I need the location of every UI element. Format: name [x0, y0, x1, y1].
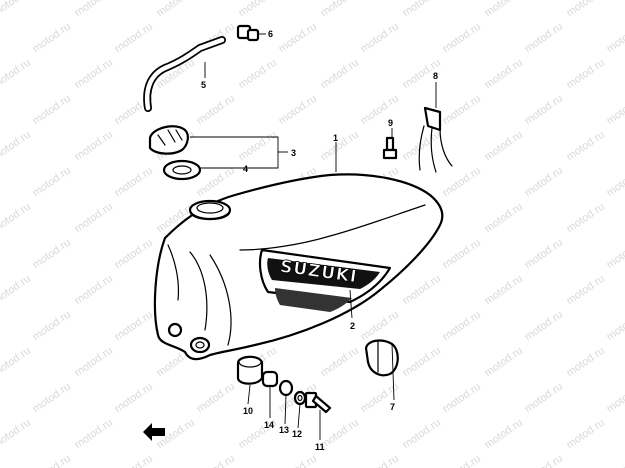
leader-lines	[190, 33, 437, 440]
cap-gasket	[162, 159, 202, 181]
callout-7: 7	[390, 402, 395, 412]
breather-hose	[143, 36, 226, 112]
callout-6: 6	[268, 29, 273, 39]
callout-1: 1	[333, 133, 338, 143]
callout-9: 9	[388, 118, 393, 128]
callout-3: 3	[291, 148, 296, 158]
hose-joint	[236, 24, 260, 42]
callout-12: 12	[292, 429, 302, 439]
rear-cushion	[364, 339, 399, 377]
tank-decal: SUZUKI	[258, 248, 392, 312]
callout-labels: 1 2 3 4 5 6 7 8 9 10 11 12 13 14	[201, 29, 438, 452]
callout-11: 11	[315, 442, 325, 452]
mount-bolt	[382, 136, 398, 160]
callout-14: 14	[264, 420, 274, 430]
front-arrow-icon	[143, 423, 165, 441]
front-mount-hardware	[236, 355, 332, 414]
callout-10: 10	[243, 406, 253, 416]
fuel-cap	[148, 125, 189, 155]
callout-8: 8	[433, 71, 438, 81]
fuel-cock-clip	[418, 106, 453, 173]
callout-2: 2	[350, 321, 355, 331]
callout-13: 13	[279, 425, 289, 435]
callout-4: 4	[243, 164, 248, 174]
callout-5: 5	[201, 80, 206, 90]
